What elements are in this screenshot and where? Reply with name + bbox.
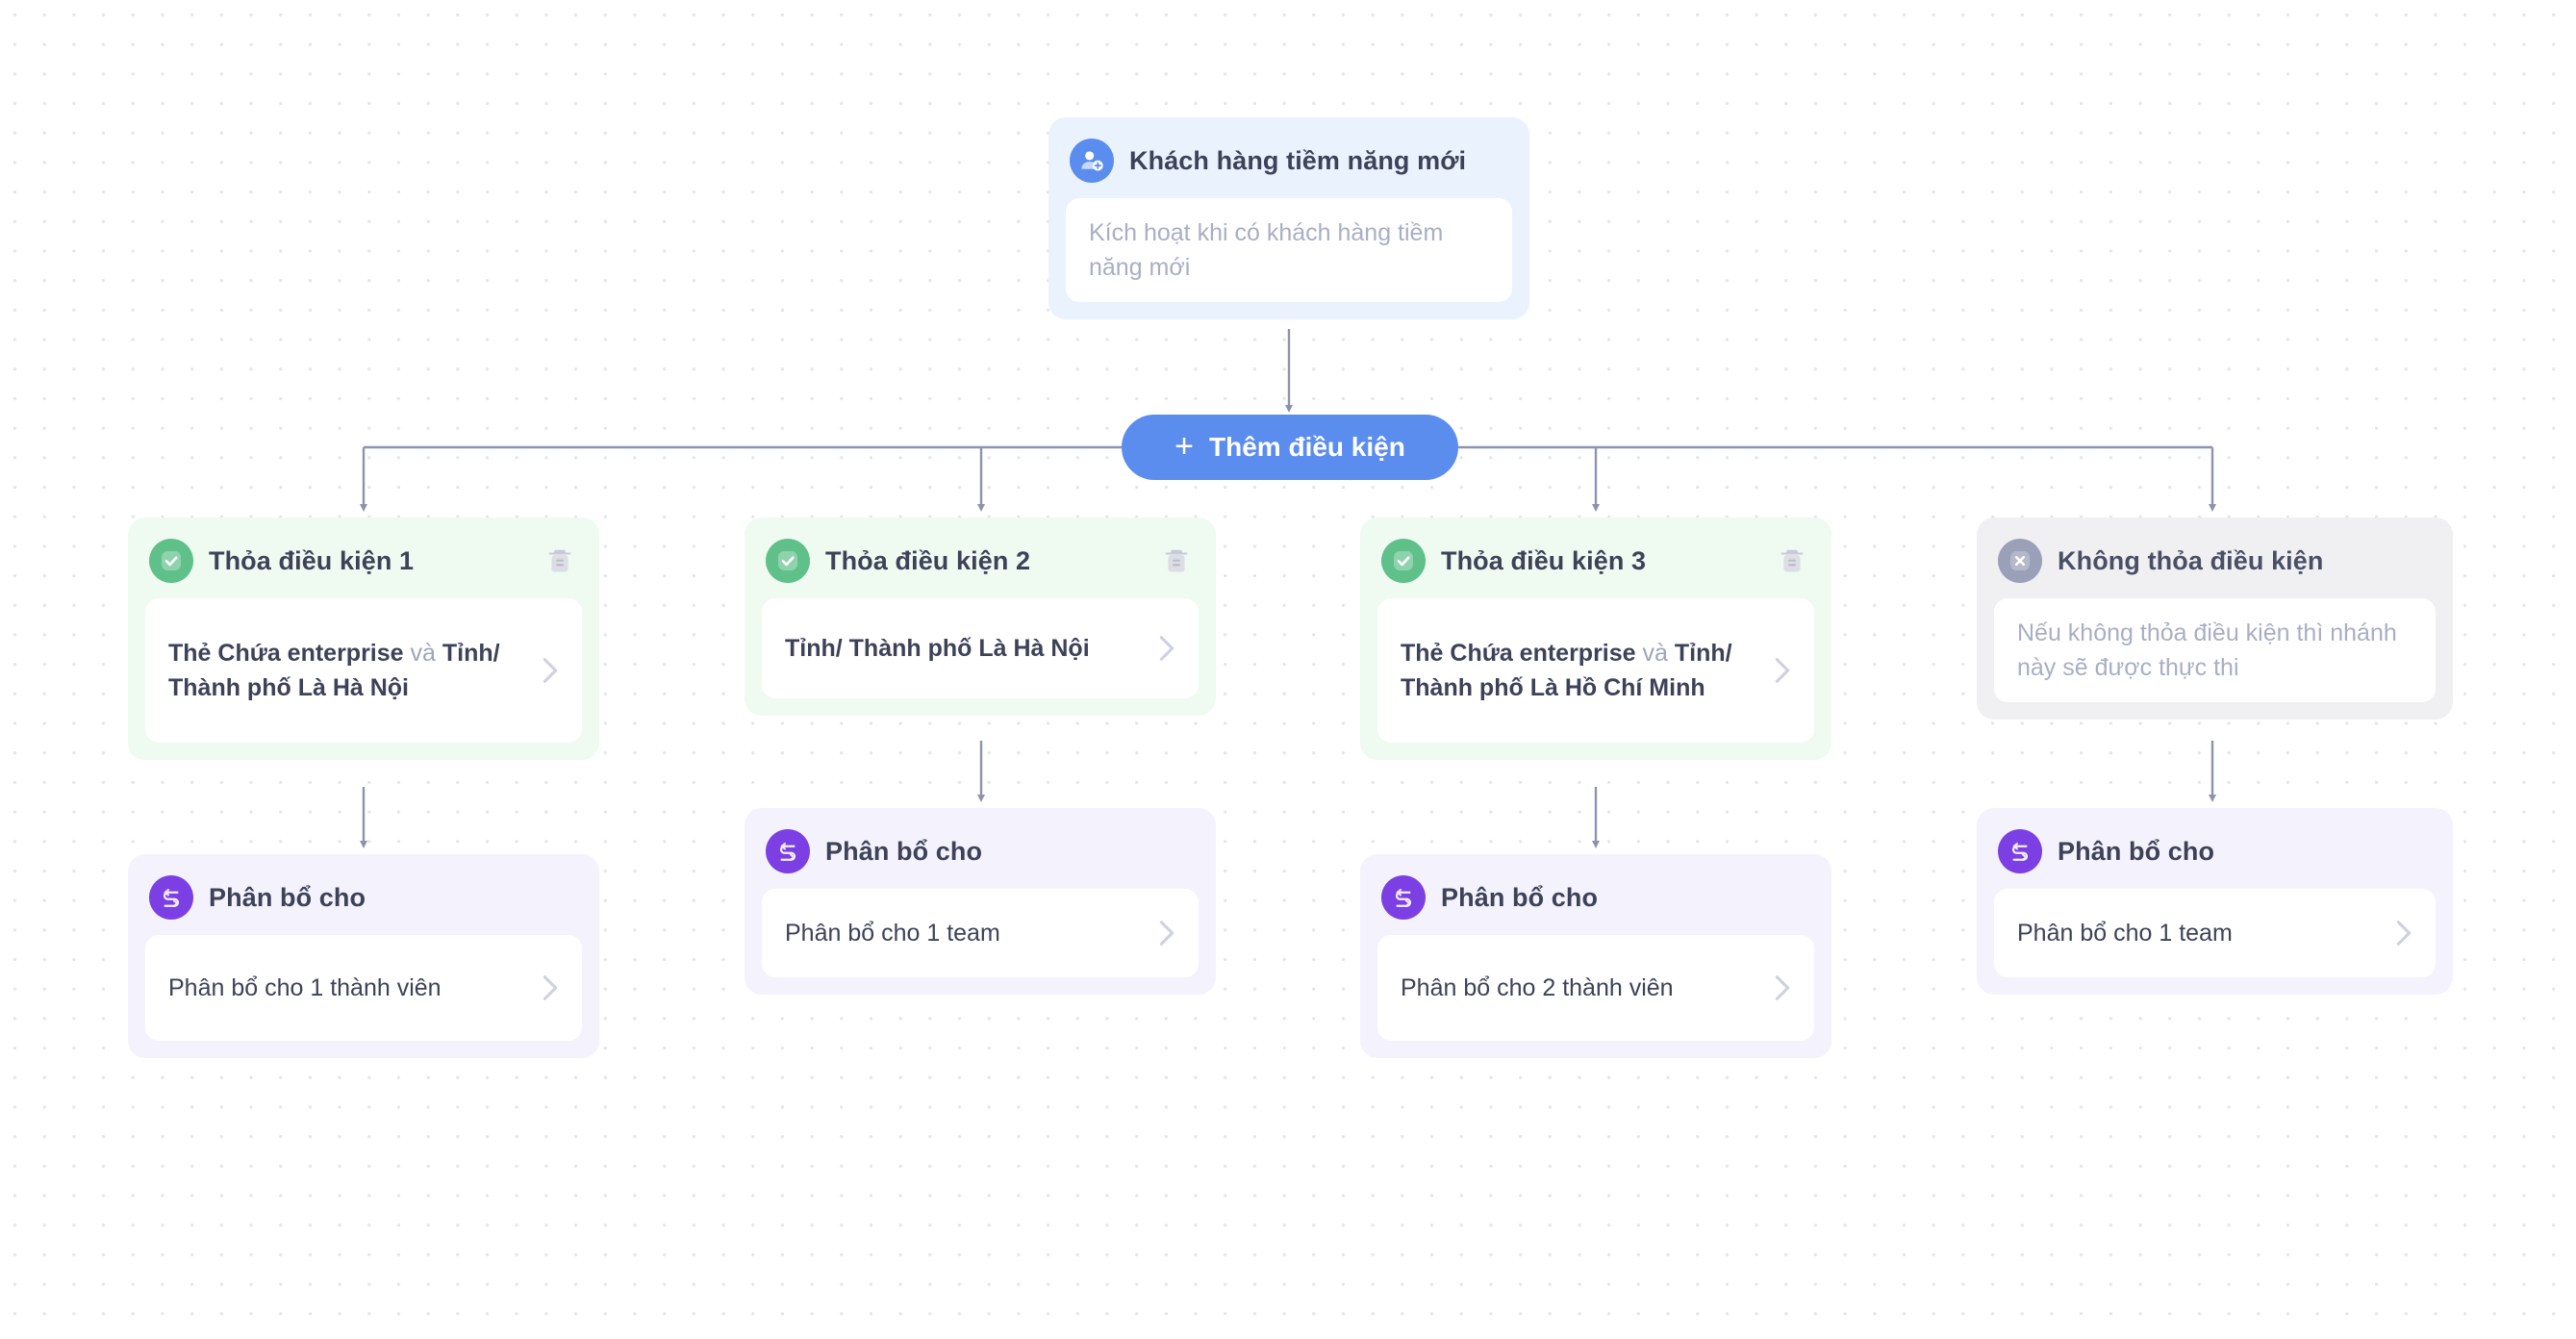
branch-header-4: Không thỏa điều kiện <box>1994 533 2436 598</box>
assign-shuffle-icon <box>766 829 810 873</box>
branch-title-1: Thỏa điều kiện 1 <box>209 545 415 575</box>
action-value-3[interactable]: Phân bổ cho 2 thành viên <box>1377 935 1814 1041</box>
add-condition-label: Thêm điều kiện <box>1209 432 1405 462</box>
chevron-right-icon[interactable] <box>538 654 563 687</box>
trigger-header: Khách hàng tiềm năng mới <box>1066 133 1512 198</box>
action-node-4[interactable]: Phân bổ cho Phân bổ cho 1 team <box>1977 808 2453 995</box>
action-title-3: Phân bổ cho <box>1441 882 1599 912</box>
chevron-right-icon[interactable] <box>1770 654 1795 687</box>
assign-shuffle-icon <box>1998 829 2042 873</box>
chevron-right-icon[interactable] <box>1154 632 1179 665</box>
chevron-right-icon[interactable] <box>1154 917 1179 949</box>
action-node-1[interactable]: Phân bổ cho Phân bổ cho 1 thành viên <box>128 854 599 1058</box>
check-circle-icon <box>766 539 810 583</box>
action-value-4[interactable]: Phân bổ cho 1 team <box>1994 889 2436 977</box>
branch-condition-2[interactable]: Tỉnh/ Thành phố Là Hà Nội <box>762 598 1199 698</box>
branch-node-3[interactable]: Thỏa điều kiện 3 Thẻ Chứa enterprise và … <box>1360 518 1831 760</box>
action-value-2[interactable]: Phân bổ cho 1 team <box>762 889 1199 977</box>
trash-icon[interactable] <box>542 543 578 579</box>
action-title-4: Phân bổ cho <box>2058 836 2215 866</box>
branch-condition-3[interactable]: Thẻ Chứa enterprise và Tỉnh/ Thành phố L… <box>1377 598 1814 743</box>
action-title-1: Phân bổ cho <box>209 882 366 912</box>
action-value-1[interactable]: Phân bổ cho 1 thành viên <box>145 935 582 1041</box>
branch-condition-1[interactable]: Thẻ Chứa enterprise và Tỉnh/ Thành phố L… <box>145 598 582 743</box>
branch-condition-text-1: Thẻ Chứa enterprise và Tỉnh/ Thành phố L… <box>168 640 500 701</box>
branch-title-4: Không thỏa điều kiện <box>2058 545 2324 575</box>
chevron-right-icon[interactable] <box>1770 972 1795 1004</box>
branch-title-3: Thỏa điều kiện 3 <box>1441 545 1647 575</box>
check-circle-icon <box>1381 539 1426 583</box>
branch-header-1: Thỏa điều kiện 1 <box>145 533 582 598</box>
action-value-text-4: Phân bổ cho 1 team <box>2017 920 2233 947</box>
action-header-3: Phân bổ cho <box>1377 870 1814 935</box>
assign-shuffle-icon <box>149 875 193 920</box>
action-value-text-3: Phân bổ cho 2 thành viên <box>1401 974 1674 1001</box>
add-condition-button[interactable]: + Thêm điều kiện <box>1122 415 1458 480</box>
trigger-node[interactable]: Khách hàng tiềm năng mới Kích hoạt khi c… <box>1048 117 1529 319</box>
action-node-2[interactable]: Phân bổ cho Phân bổ cho 1 team <box>745 808 1216 995</box>
x-circle-icon <box>1998 539 2042 583</box>
trigger-body[interactable]: Kích hoạt khi có khách hàng tiềm năng mớ… <box>1066 198 1512 302</box>
plus-icon: + <box>1174 427 1195 465</box>
branch-condition-text-2: Tỉnh/ Thành phố Là Hà Nội <box>785 635 1090 662</box>
trash-icon[interactable] <box>1774 543 1810 579</box>
branch-header-2: Thỏa điều kiện 2 <box>762 533 1199 598</box>
add-user-icon <box>1070 139 1114 183</box>
action-header-1: Phân bổ cho <box>145 870 582 935</box>
action-header-2: Phân bổ cho <box>762 823 1199 889</box>
trigger-title: Khách hàng tiềm năng mới <box>1129 145 1467 175</box>
action-header-4: Phân bổ cho <box>1994 823 2436 889</box>
action-value-text-2: Phân bổ cho 1 team <box>785 920 1000 947</box>
action-node-3[interactable]: Phân bổ cho Phân bổ cho 2 thành viên <box>1360 854 1831 1058</box>
branch-condition-text-3: Thẻ Chứa enterprise và Tỉnh/ Thành phố L… <box>1401 640 1732 701</box>
check-circle-icon <box>149 539 193 583</box>
trigger-placeholder-text: Kích hoạt khi có khách hàng tiềm năng mớ… <box>1089 219 1444 281</box>
chevron-right-icon[interactable] <box>2391 917 2416 949</box>
branch-node-1[interactable]: Thỏa điều kiện 1 Thẻ Chứa enterprise và … <box>128 518 599 760</box>
chevron-right-icon[interactable] <box>538 972 563 1004</box>
branch-node-2[interactable]: Thỏa điều kiện 2 Tỉnh/ Thành phố Là Hà N… <box>745 518 1216 716</box>
branch-title-2: Thỏa điều kiện 2 <box>825 545 1031 575</box>
trash-icon[interactable] <box>1158 543 1195 579</box>
action-value-text-1: Phân bổ cho 1 thành viên <box>168 974 442 1001</box>
assign-shuffle-icon <box>1381 875 1426 920</box>
branch-condition-placeholder-4: Nếu không thỏa điều kiện thì nhánh này s… <box>2017 619 2397 681</box>
branch-condition-4[interactable]: Nếu không thỏa điều kiện thì nhánh này s… <box>1994 598 2436 702</box>
action-title-2: Phân bổ cho <box>825 836 983 866</box>
branch-header-3: Thỏa điều kiện 3 <box>1377 533 1814 598</box>
branch-node-4[interactable]: Không thỏa điều kiện Nếu không thỏa điều… <box>1977 518 2453 720</box>
